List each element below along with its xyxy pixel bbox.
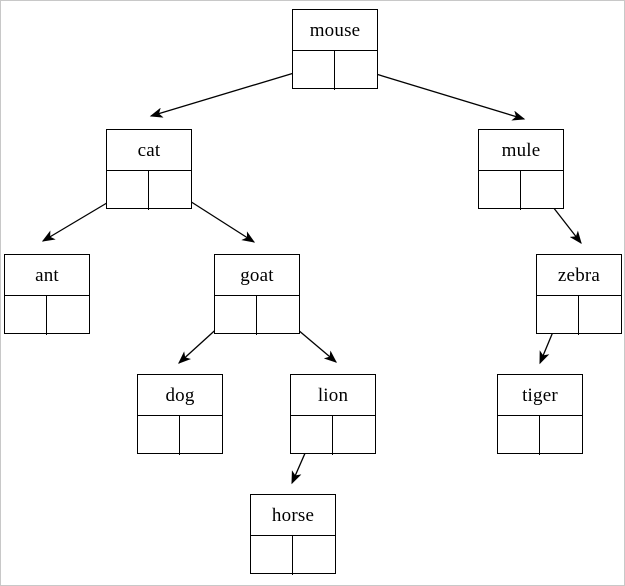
tree-node-mouse[interactable]: mouse	[292, 9, 378, 90]
tree-node-mule[interactable]: mule	[478, 129, 564, 210]
node-right-pointer-mule[interactable]	[521, 171, 563, 210]
node-label-mule: mule	[501, 139, 541, 161]
node-right-pointer-goat[interactable]	[257, 296, 299, 335]
edge-mouse-right-to-mule	[352, 66, 526, 121]
node-right-pointer-dog[interactable]	[180, 416, 222, 455]
node-label-ant: ant	[35, 264, 59, 286]
node-pointers-lion	[291, 415, 375, 455]
node-pointers-zebra	[537, 295, 621, 335]
tree-node-horse[interactable]: horse	[250, 494, 336, 575]
node-right-pointer-zebra[interactable]	[579, 296, 621, 335]
node-pointers-ant	[5, 295, 89, 335]
node-right-pointer-lion[interactable]	[333, 416, 375, 455]
node-label-tiger: tiger	[522, 384, 558, 406]
node-right-pointer-cat[interactable]	[149, 171, 191, 210]
node-left-pointer-lion[interactable]	[291, 416, 333, 455]
node-left-pointer-ant[interactable]	[5, 296, 47, 335]
node-left-pointer-zebra[interactable]	[537, 296, 579, 335]
node-right-pointer-ant[interactable]	[47, 296, 89, 335]
tree-node-dog[interactable]: dog	[137, 374, 223, 455]
tree-node-ant[interactable]: ant	[4, 254, 90, 335]
tree-node-goat[interactable]: goat	[214, 254, 300, 335]
node-left-pointer-dog[interactable]	[138, 416, 180, 455]
tree-node-cat[interactable]: cat	[106, 129, 192, 210]
node-label-lion: lion	[317, 384, 349, 406]
node-left-pointer-goat[interactable]	[215, 296, 257, 335]
node-label-goat: goat	[240, 264, 274, 286]
node-label-cat: cat	[137, 139, 161, 161]
tree-node-zebra[interactable]: zebra	[536, 254, 622, 335]
node-label-horse: horse	[271, 504, 315, 526]
node-label-mouse: mouse	[309, 19, 361, 41]
node-pointers-horse	[251, 535, 335, 575]
node-label-zebra: zebra	[557, 264, 601, 286]
node-pointers-goat	[215, 295, 299, 335]
node-right-pointer-horse[interactable]	[293, 536, 335, 575]
node-left-pointer-horse[interactable]	[251, 536, 293, 575]
node-label-dog: dog	[165, 384, 195, 406]
node-right-pointer-mouse[interactable]	[335, 51, 377, 90]
node-pointers-dog	[138, 415, 222, 455]
node-pointers-mouse	[293, 50, 377, 90]
tree-node-lion[interactable]: lion	[290, 374, 376, 455]
edge-mouse-left-to-cat	[149, 66, 315, 118]
node-left-pointer-mule[interactable]	[479, 171, 521, 210]
node-left-pointer-cat[interactable]	[107, 171, 149, 210]
node-pointers-cat	[107, 170, 191, 210]
node-right-pointer-tiger[interactable]	[540, 416, 582, 455]
tree-node-tiger[interactable]: tiger	[497, 374, 583, 455]
node-left-pointer-mouse[interactable]	[293, 51, 335, 90]
node-pointers-mule	[479, 170, 563, 210]
node-pointers-tiger	[498, 415, 582, 455]
node-left-pointer-tiger[interactable]	[498, 416, 540, 455]
